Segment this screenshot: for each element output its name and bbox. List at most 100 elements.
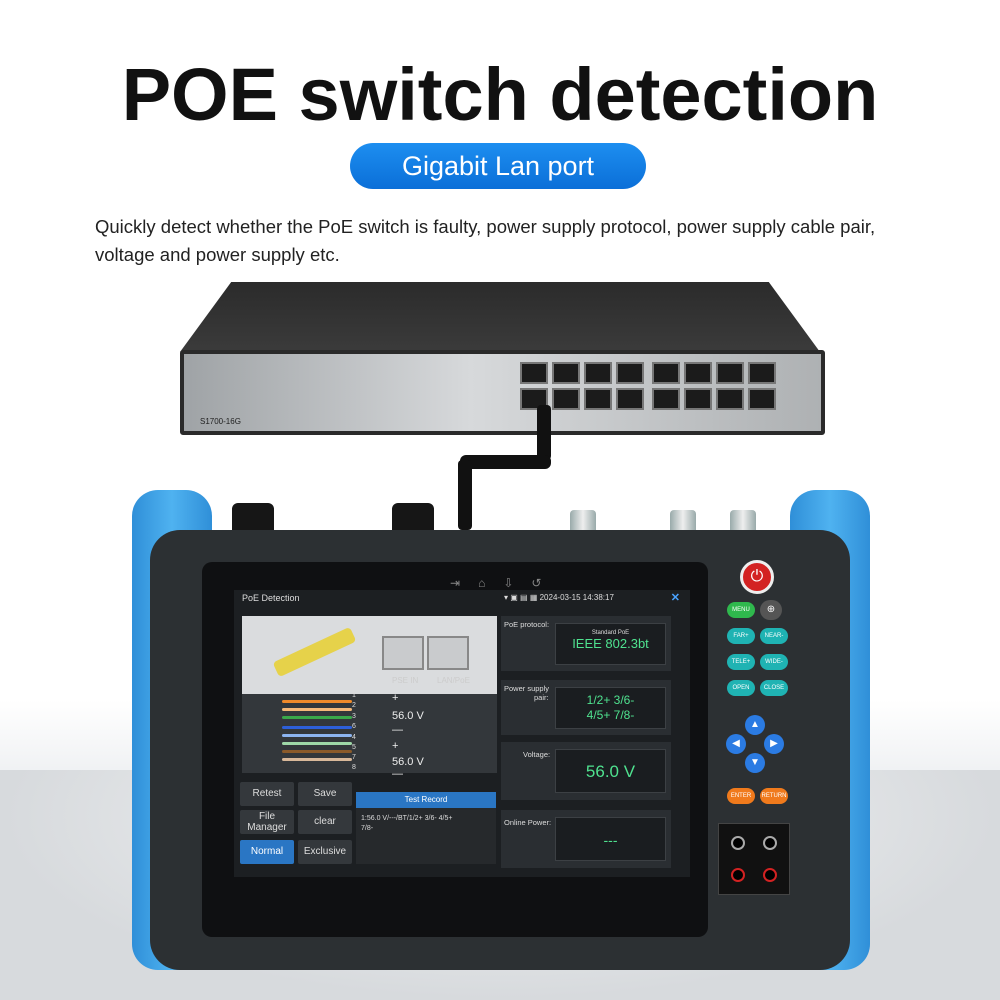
test-record-header: Test Record	[356, 792, 496, 808]
pin-number: 8	[352, 764, 356, 771]
wire-green	[282, 716, 352, 719]
power-pair-line: 4/5+ 7/8-	[586, 708, 635, 722]
wifi-icon: ▾	[504, 593, 509, 602]
protocol-small-label: Standard PoE	[591, 630, 630, 636]
wire-orange	[282, 700, 352, 703]
normal-mode-button[interactable]: Normal	[240, 840, 294, 864]
ethernet-port	[520, 388, 548, 410]
description-text: Quickly detect whether the PoE switch is…	[95, 216, 876, 265]
power-pair-label: Power supply pair:	[504, 684, 549, 702]
close-icon[interactable]: ✕	[670, 592, 680, 604]
ethernet-port	[552, 388, 580, 410]
test-record-line: 7/8-	[361, 825, 374, 832]
save-button[interactable]: Save	[298, 782, 352, 806]
test-record-panel: Test Record 1:56.0 V/---/BT/1/2+ 3/6- 4/…	[356, 792, 496, 864]
lan-poe-label: LAN/PoE	[437, 676, 470, 685]
ethernet-port	[520, 362, 548, 384]
retest-button[interactable]: Retest	[240, 782, 294, 806]
enter-key[interactable]: ENTER	[727, 788, 755, 804]
ethernet-port	[584, 362, 612, 384]
exit-icon: ↺	[531, 576, 542, 590]
return-key[interactable]: RETURN	[760, 788, 788, 804]
file-manager-button[interactable]: File Manager	[240, 810, 294, 834]
ethernet-port	[748, 388, 776, 410]
ethernet-port	[616, 388, 644, 410]
headline: POE switch detection	[121, 53, 879, 136]
near-key[interactable]: NEAR-	[760, 628, 788, 644]
clear-button[interactable]: clear	[298, 810, 352, 834]
online-power-label: Online Power:	[504, 818, 552, 827]
voltage-value: 56.0 V	[555, 749, 666, 793]
poe-detection-app: PoE Detection ▾ ▣ ▤ ▦ 2024-03-15 14:38:1…	[234, 590, 690, 877]
ethernet-port	[684, 388, 712, 410]
meter-jack	[731, 836, 745, 850]
pin-number: 6	[352, 723, 356, 730]
wire-brown	[282, 750, 352, 753]
switch-top-panel	[180, 282, 820, 352]
test-record-body: 1:56.0 V/---/BT/1/2+ 3/6- 4/5+ 7/8-	[356, 808, 496, 840]
file-manager-label: Manager	[247, 822, 287, 833]
ethernet-port	[716, 362, 744, 384]
wire-green-white	[282, 742, 352, 745]
plus-sign: +	[392, 740, 399, 752]
zoom-icon[interactable]: ⊕	[760, 600, 782, 620]
power-pair-line: 1/2+ 3/6-	[586, 693, 635, 707]
power-pair-label-line: pair:	[534, 693, 549, 702]
ethernet-port	[748, 362, 776, 384]
tele-key[interactable]: TELE+	[727, 654, 755, 670]
home-icon: ⌂	[478, 576, 486, 590]
power-button[interactable]: ⏻	[740, 560, 774, 594]
power-pair-value-box: 1/2+ 3/6- 4/5+ 7/8-	[555, 687, 666, 729]
app-title: PoE Detection	[242, 593, 300, 603]
ethernet-port	[552, 362, 580, 384]
lan-poe-port-icon	[427, 636, 469, 670]
far-key[interactable]: FAR+	[727, 628, 755, 644]
ethernet-port	[684, 362, 712, 384]
pse-in-label: PSE IN	[392, 676, 419, 685]
test-record-line: 1:56.0 V/---/BT/1/2+ 3/6- 4/5+	[361, 815, 453, 822]
pin-number: 2	[352, 702, 356, 709]
wide-key[interactable]: WIDE-	[760, 654, 788, 670]
switch-port-group-left	[520, 362, 644, 410]
pin-number: 1	[352, 692, 356, 699]
ethernet-port	[716, 388, 744, 410]
down-arrow-icon[interactable]: ▼	[745, 753, 765, 773]
minus-sign: —	[392, 768, 403, 780]
exclusive-mode-button[interactable]: Exclusive	[298, 840, 352, 864]
ethernet-port	[616, 362, 644, 384]
open-key[interactable]: OPEN	[727, 680, 755, 696]
input-icon: ⇥	[450, 576, 461, 590]
power-pair-panel: Power supply pair: 1/2+ 3/6- 4/5+ 7/8-	[501, 680, 671, 735]
voltage-reading: 56.0 V	[392, 710, 424, 722]
menu-key[interactable]: MENU	[727, 602, 755, 618]
ethernet-cable	[460, 455, 551, 469]
left-arrow-icon[interactable]: ◀	[726, 734, 746, 754]
pin-number: 7	[352, 754, 356, 761]
switch-port-group-right	[652, 362, 776, 410]
feature-badge: Gigabit Lan port	[350, 143, 646, 189]
right-arrow-icon[interactable]: ▶	[764, 734, 784, 754]
back-icon: ⇩	[503, 576, 514, 590]
poe-protocol-panel: PoE protocol: Standard PoE IEEE 802.3bt	[501, 616, 671, 671]
datetime: 2024-03-15 14:38:17	[539, 593, 614, 602]
ethernet-cable	[458, 460, 472, 530]
meter-jack	[763, 868, 777, 882]
pin-number: 4	[352, 734, 356, 741]
ethernet-cable	[537, 405, 551, 460]
close-key[interactable]: CLOSE	[760, 680, 788, 696]
poe-protocol-value-box: Standard PoE IEEE 802.3bt	[555, 623, 666, 665]
online-power-panel: Online Power: ---	[501, 810, 671, 868]
status-icons: ▣ ▤ ▦	[510, 593, 538, 602]
wire-blue	[282, 726, 352, 729]
meter-jack	[763, 836, 777, 850]
wire-blue-white	[282, 734, 352, 737]
protocol-value: IEEE 802.3bt	[572, 636, 649, 651]
ethernet-port	[584, 388, 612, 410]
poe-protocol-label: PoE protocol:	[504, 620, 550, 629]
online-power-value: ---	[555, 817, 666, 861]
file-manager-label: File	[258, 811, 276, 822]
status-bar: ▾ ▣ ▤ ▦ 2024-03-15 14:38:17	[504, 593, 614, 602]
poe-wiring-diagram: PSE IN LAN/PoE 1 2 3 6 4 5 7 8 + 56.0 V …	[242, 616, 497, 780]
up-arrow-icon[interactable]: ▲	[745, 715, 765, 735]
pin-number: 3	[352, 713, 356, 720]
